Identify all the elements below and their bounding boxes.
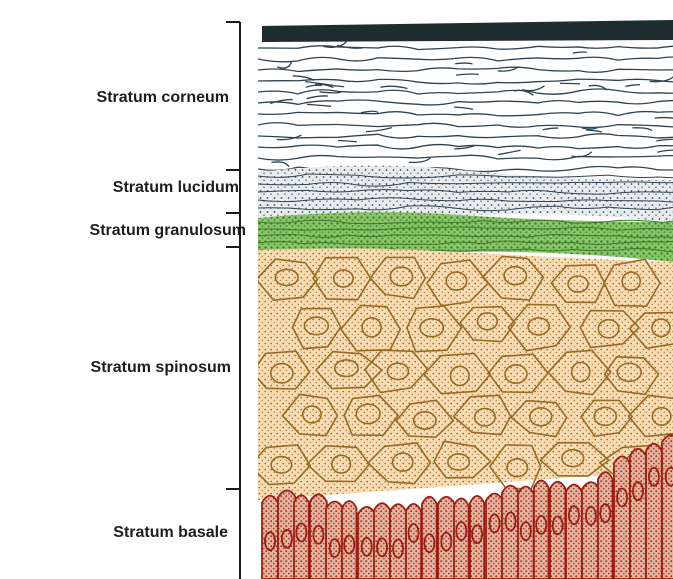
label-stratum-basale: Stratum basale [113, 525, 228, 541]
stratum-corneum-layer [258, 18, 673, 175]
label-stratum-spinosum: Stratum spinosum [91, 360, 231, 376]
label-stratum-granulosum: Stratum granulosum [90, 223, 246, 239]
label-stratum-corneum: Stratum corneum [97, 90, 229, 106]
stratum-spinosum-layer [250, 248, 673, 500]
label-stratum-lucidum: Stratum lucidum [113, 180, 239, 196]
